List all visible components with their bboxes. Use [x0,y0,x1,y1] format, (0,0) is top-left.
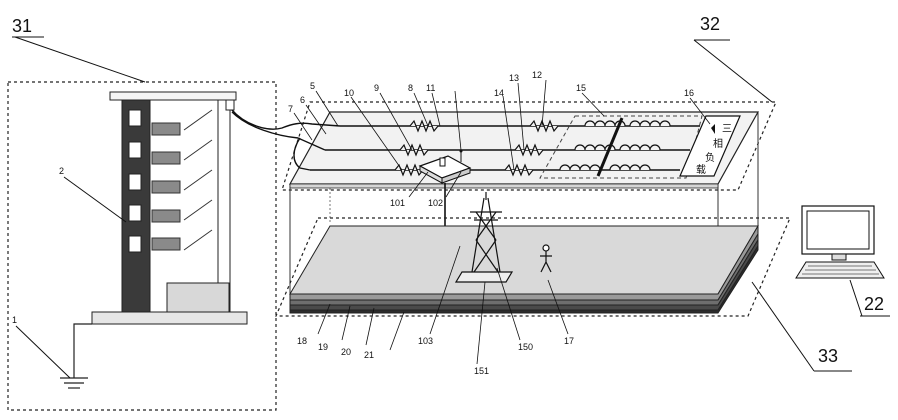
label-11: 11 [426,83,435,93]
soil-layers [290,226,758,313]
label-31: 31 [12,16,32,36]
leader-22 [850,280,862,316]
ground-connection [60,324,92,388]
label-14: 14 [494,88,504,98]
label-103: 103 [418,336,433,346]
leader-32 [694,40,772,102]
building-door-block [167,283,229,313]
load-text-3: 负 [705,151,715,164]
label-12: 12 [532,70,542,80]
label-17: 17 [564,336,574,346]
load-text-4: 载 [696,164,706,176]
label-2: 2 [59,166,64,176]
label-7: 7 [288,104,293,114]
label-6: 6 [300,95,305,105]
label-16: 16 [684,88,694,98]
building-base [92,312,247,324]
label-102: 102 [428,198,443,208]
label-19: 19 [318,342,328,352]
label-5: 5 [310,81,315,91]
building [92,92,247,324]
label-33: 33 [818,346,838,366]
leader-31 [15,37,145,82]
label-1: 1 [12,315,17,325]
label-101: 101 [390,198,405,208]
label-13: 13 [509,73,519,83]
label-8: 8 [408,83,413,93]
label-18: 18 [297,336,307,346]
label-20: 20 [341,347,351,357]
label-15: 15 [576,83,586,93]
leader-33 [752,282,814,371]
building-roof [110,92,236,100]
label-32: 32 [700,14,720,34]
label-21: 21 [364,350,374,360]
computer-icon [796,206,884,278]
label-151: 151 [474,366,489,376]
label-9: 9 [374,83,379,93]
load-text-1: 三 [722,124,732,135]
leader-2 [64,177,126,222]
leader-1 [16,326,70,378]
label-10: 10 [344,88,354,98]
circuit-plate-edge [290,184,718,188]
label-22: 22 [864,294,884,314]
load-text-2: 相 [713,137,723,150]
label-150: 150 [518,342,533,352]
